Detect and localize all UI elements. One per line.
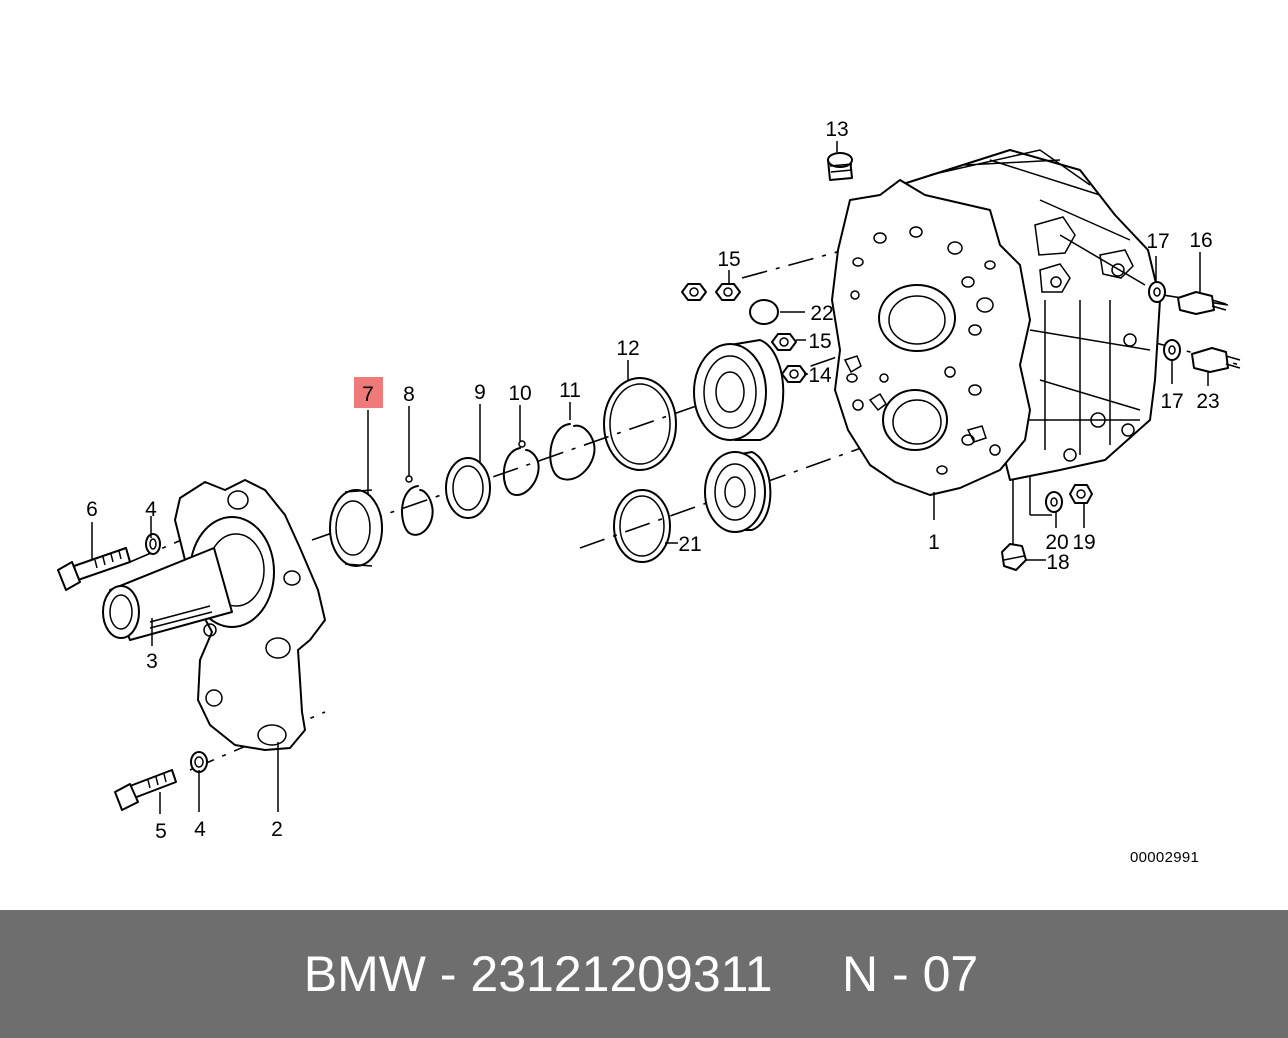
- callout-14: 14: [808, 364, 832, 387]
- nut-15-lower: [771, 333, 797, 351]
- callout-7: 7: [362, 383, 374, 406]
- washer-17-lower: [1163, 339, 1181, 361]
- callout-4-lower: 4: [194, 818, 206, 841]
- callout-20: 20: [1045, 531, 1068, 554]
- callout-21: 21: [678, 533, 701, 556]
- callout-labels: 1 2 3 4 4 5 6 7 8 9 10 11 12 13 14 15 15…: [86, 118, 1220, 843]
- callout-13: 13: [825, 118, 848, 141]
- highlighted-part-marker: [354, 377, 383, 408]
- circlip-8: [401, 475, 434, 536]
- washer-20: [1045, 491, 1063, 513]
- callout-3: 3: [146, 650, 158, 673]
- circlip-11: [549, 423, 596, 481]
- circlip-10: [502, 440, 540, 496]
- nut-14: [781, 365, 807, 383]
- flange-holes: [846, 226, 1001, 475]
- shim-21: [613, 489, 671, 563]
- cap-22: [749, 299, 779, 325]
- callout-18: 18: [1046, 551, 1069, 574]
- nut-15-left: [681, 283, 707, 301]
- callout-9: 9: [474, 381, 486, 404]
- callout-15-lower: 15: [808, 330, 831, 353]
- bolt-6: [57, 547, 131, 591]
- plug-13: [827, 152, 853, 181]
- ring-9: [445, 457, 491, 519]
- callout-1: 1: [928, 531, 940, 554]
- callout-22: 22: [810, 302, 833, 325]
- callout-19: 19: [1072, 531, 1095, 554]
- callout-8: 8: [403, 383, 415, 406]
- shaft-seal-7: [329, 489, 383, 567]
- ball-bearing-small: [704, 451, 772, 533]
- bolt-5: [114, 769, 177, 811]
- callout-6: 6: [86, 498, 98, 521]
- switch-16: [1177, 291, 1227, 315]
- ball-bearing-large: [693, 339, 785, 441]
- nut-15-upper: [715, 283, 741, 301]
- shim-12: [603, 377, 677, 471]
- exploded-parts-diagram: 1 2 3 4 4 5 6 7 8 9 10 11 12 13 14 15 15…: [57, 118, 1241, 843]
- plug-18: [1001, 543, 1027, 571]
- leader-lines: [91, 141, 1209, 814]
- callout-17-lower: 17: [1160, 390, 1183, 413]
- washer-4-upper: [145, 533, 161, 555]
- output-tube: [102, 547, 233, 641]
- part-number-text: BMW - 23121209311 N - 07: [303, 946, 979, 1002]
- part-number-footer: BMW - 23121209311 N - 07: [0, 910, 1288, 1038]
- switch-23: [1191, 347, 1241, 373]
- callout-23: 23: [1196, 390, 1219, 413]
- gearbox-housing: [831, 149, 1161, 496]
- drawing-number: 00002991: [1130, 849, 1200, 866]
- callout-2: 2: [271, 818, 283, 841]
- callout-12: 12: [616, 337, 639, 360]
- washer-4-lower: [190, 751, 208, 773]
- callout-10: 10: [508, 382, 531, 405]
- callout-5: 5: [155, 820, 167, 843]
- callout-17-upper: 17: [1146, 230, 1169, 253]
- callout-16: 16: [1189, 229, 1212, 252]
- callout-11: 11: [559, 379, 581, 402]
- nut-19: [1069, 484, 1093, 504]
- washer-17-upper: [1148, 281, 1166, 303]
- callout-15-upper: 15: [717, 248, 740, 271]
- callout-4-upper: 4: [145, 498, 157, 521]
